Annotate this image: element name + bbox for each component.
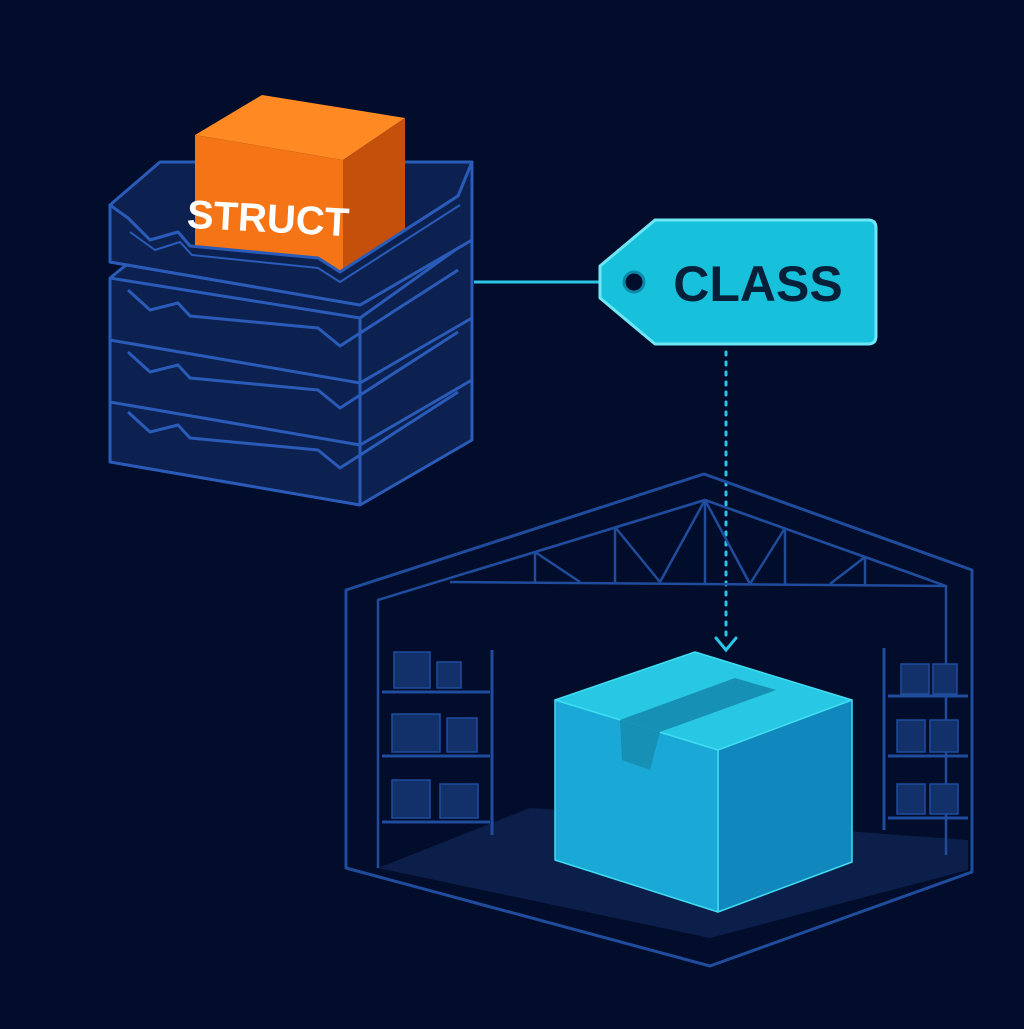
struct-cube-side xyxy=(343,118,405,278)
roof-truss xyxy=(449,498,947,588)
cardboard-box-icon xyxy=(554,651,853,913)
struct-cube-icon: STRUCT xyxy=(186,95,405,278)
shelf-icon xyxy=(882,648,968,830)
tray-1-front xyxy=(108,160,474,307)
tag-body xyxy=(598,218,878,346)
box-tape-front xyxy=(620,720,660,770)
pointer-arrow xyxy=(714,350,738,653)
shelf-icon xyxy=(382,650,494,835)
tag-icon: CLASS xyxy=(598,218,878,346)
box-tape-top xyxy=(620,678,776,732)
warehouse-outline xyxy=(344,472,974,968)
struct-cube-top xyxy=(195,95,405,160)
class-label: CLASS xyxy=(673,256,842,312)
tag-hole xyxy=(622,270,646,294)
pointer-arrowhead-icon xyxy=(714,636,738,653)
struct-label: STRUCT xyxy=(186,193,350,245)
box-front xyxy=(554,699,719,913)
struct-cube-front xyxy=(195,135,343,278)
